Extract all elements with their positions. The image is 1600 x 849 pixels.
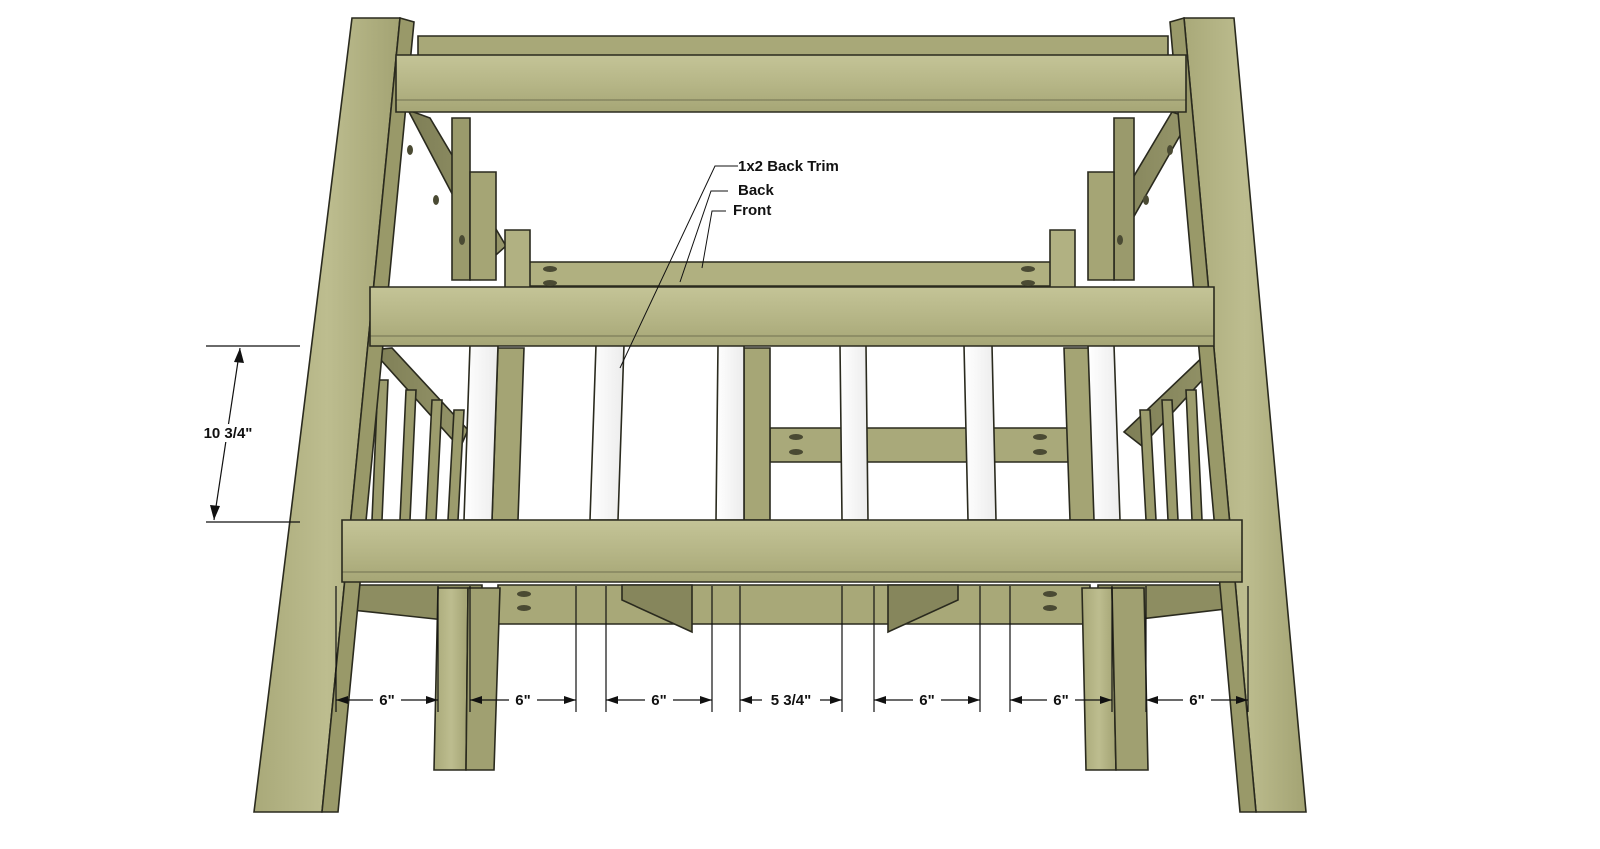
rear-mid-rail [769, 427, 1071, 463]
back-trim-label: 1x2 Back Trim [738, 158, 839, 175]
slat-4 [839, 344, 869, 521]
top-guard-beam [395, 54, 1187, 113]
gap-dimension-label: 6" [1189, 692, 1204, 709]
gap-dimension-label: 6" [1053, 692, 1068, 709]
inner-right-leg [1081, 587, 1117, 771]
upper-back-rail [517, 261, 1061, 287]
inner-legs [433, 347, 1149, 771]
height-dimension: 10 3/4" [196, 345, 300, 523]
gap-dimension-label: 6" [379, 692, 394, 709]
lower-rear-rail [497, 584, 1091, 625]
gap-dimension-3: 6" [605, 586, 713, 712]
front-label: Front [733, 202, 771, 219]
slat-2 [589, 344, 625, 521]
center-upright [743, 347, 771, 521]
slat-3 [715, 344, 745, 521]
gap-dimension-6: 6" [1009, 586, 1113, 712]
slat-gap-dimensions: 6" 6" 6" 5 3/4" 6" 6" 6" [335, 586, 1249, 712]
inner-left-leg-2 [465, 587, 501, 771]
gap-dimension-label: 5 3/4" [771, 692, 811, 709]
lower-front-rail [341, 519, 1243, 583]
gap-dimension-label: 6" [651, 692, 666, 709]
inner-left-leg [433, 587, 469, 771]
slat-6 [1087, 344, 1121, 521]
callouts: 1x2 Back Trim Back Front [619, 158, 839, 369]
rear-left-post-upper [451, 117, 471, 281]
back-label: Back [738, 182, 775, 199]
gap-dimension-label: 6" [515, 692, 530, 709]
outer-posts [253, 16, 1307, 813]
gap-dimension-5: 6" [873, 586, 981, 712]
rear-right-post-upper-2 [1087, 171, 1115, 281]
left-cleat-block [621, 584, 693, 634]
rear-right-post-upper [1113, 117, 1135, 281]
top-rear-rail [417, 35, 1169, 57]
gap-dimension-7: 6" [1145, 586, 1249, 712]
inner-right-leg-2 [1111, 587, 1149, 771]
gap-dimension-1: 6" [335, 586, 439, 712]
upper-right-stub [1049, 229, 1076, 291]
gap-dimension-label: 6" [919, 692, 934, 709]
gap-dimension-4: 5 3/4" [739, 586, 843, 712]
slat-1 [463, 344, 499, 521]
height-dimension-label: 10 3/4" [204, 425, 253, 442]
upper-left-stub [504, 229, 531, 291]
upper-front-rail [369, 286, 1215, 347]
right-cleat-block [887, 584, 959, 634]
slat-5 [963, 344, 997, 521]
front-beams [341, 54, 1243, 583]
gap-dimension-2: 6" [469, 586, 577, 712]
pocket-holes [407, 145, 1173, 611]
rear-left-post-upper-2 [469, 171, 497, 281]
